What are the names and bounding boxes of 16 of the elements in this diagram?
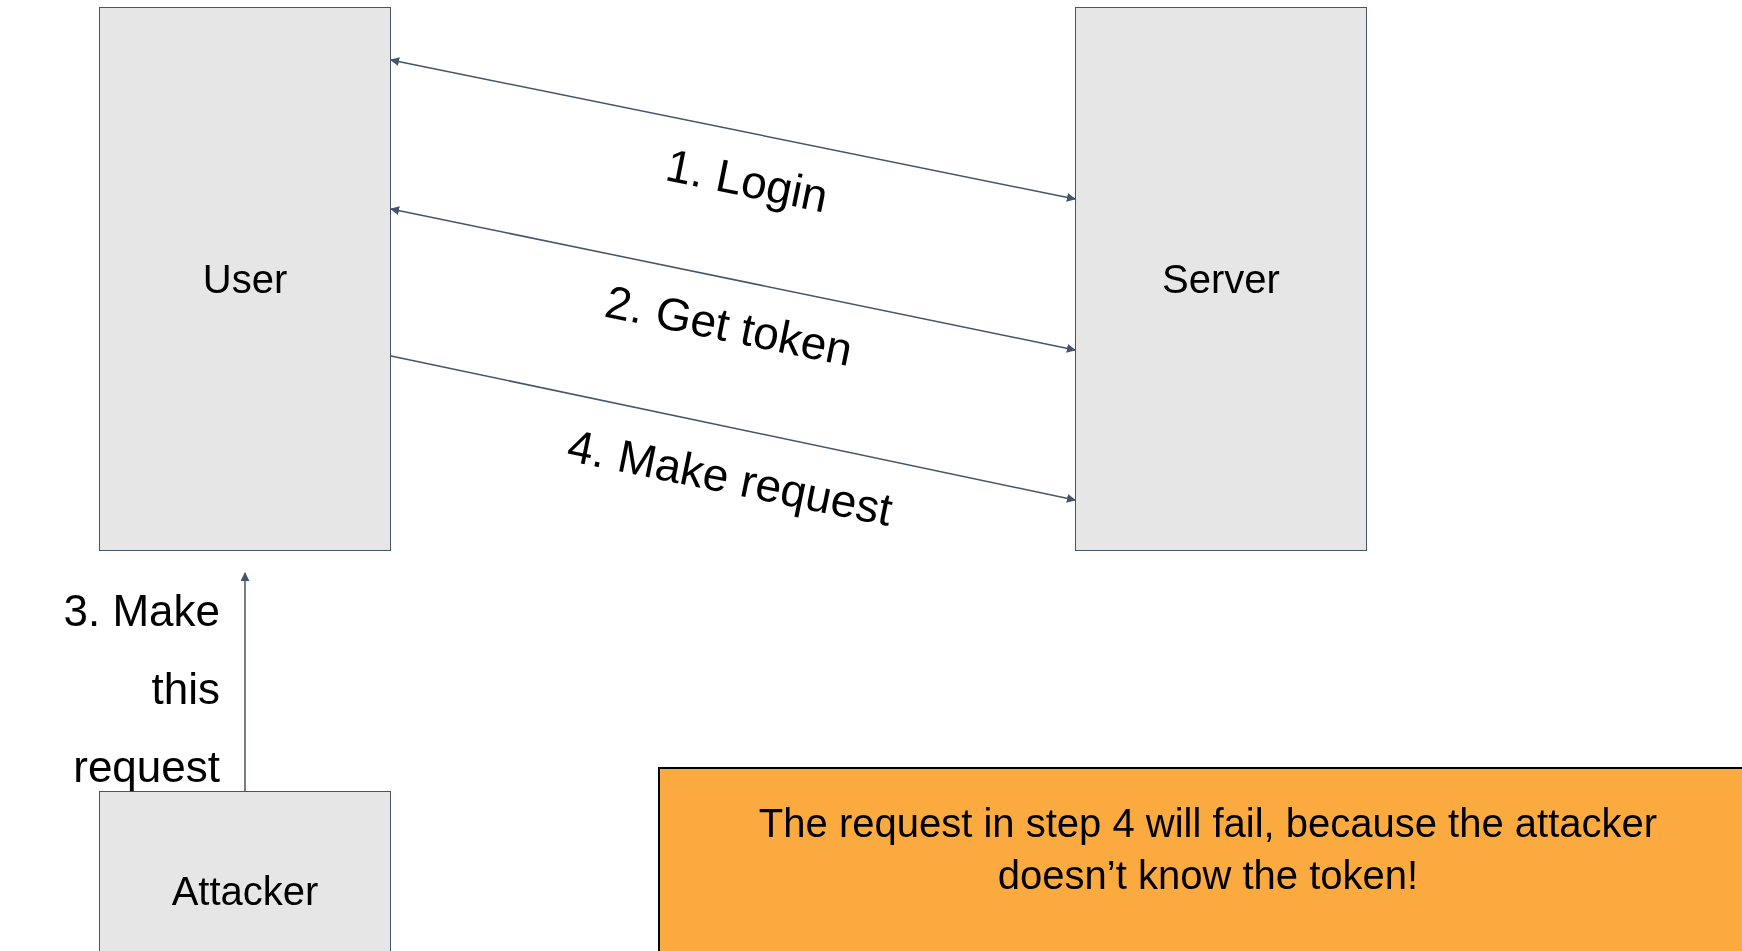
process-box (1075, 7, 1367, 551)
arrow (390, 57, 1076, 202)
node-label: Attacker (171, 868, 319, 915)
node-label: Server (1162, 256, 1280, 303)
edge-label: 3. Make this request (62, 585, 220, 793)
arrow (390, 355, 1076, 503)
arrow (390, 206, 1076, 353)
arrow (240, 572, 250, 792)
process-box (99, 7, 391, 551)
edge-label: 4. Make request (562, 418, 898, 538)
node-label: User (202, 256, 288, 303)
note-box (658, 767, 1742, 951)
edge-label: 1. Login (660, 137, 834, 225)
process-box (99, 791, 391, 951)
edge-label: 2. Get token (600, 274, 859, 378)
note-text: The request in step 4 will fail, because the attacker doesn’t know the token! (757, 800, 1659, 899)
